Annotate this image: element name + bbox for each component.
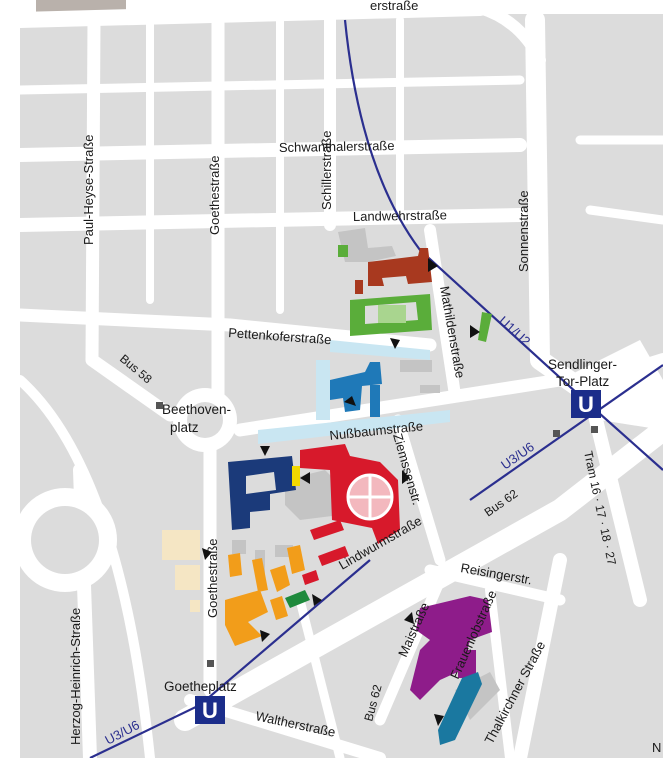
street-label-pettenkofer: Pettenkoferstraße	[228, 325, 332, 347]
road-mathilden	[424, 224, 461, 401]
left-margin	[0, 0, 20, 758]
building-red-small-3	[302, 570, 319, 585]
building-blue-wing	[370, 385, 380, 417]
building-purple	[410, 596, 492, 700]
place-label-sendlinger-1: Sendlinger-	[548, 357, 617, 372]
building-green-west	[338, 245, 348, 257]
street-label-top-cut: erstraße	[370, 0, 418, 13]
ubahn-sendlinger-letter: U	[578, 392, 594, 417]
bus-stop-icon	[156, 402, 163, 409]
entrance-icon	[404, 612, 414, 624]
building-orange-2	[252, 558, 268, 592]
building-gray-8	[420, 385, 440, 393]
street-label-paul-heyse: Paul-Heyse-Straße	[81, 134, 96, 245]
beethovenplatz-center	[187, 402, 223, 438]
building-brown	[368, 248, 432, 286]
building-orange-5	[228, 553, 242, 577]
street-label-landwehr: Landwehrstraße	[353, 207, 447, 224]
street-label-goethe-south: Goethestraße	[205, 539, 220, 619]
road-paul-heyse	[85, 13, 177, 422]
path-pettenkofer	[330, 340, 430, 360]
street-label-schiller: Schillerstraße	[319, 131, 334, 210]
line-u1-u2	[343, 19, 663, 471]
ubahn-sendlinger-icon	[571, 390, 601, 418]
place-label-goetheplatz: Goetheplatz	[164, 679, 237, 694]
bus-stop-icon	[207, 660, 214, 667]
sendlinger-square	[560, 340, 663, 430]
building-gray-4	[232, 540, 246, 554]
road-mai	[374, 574, 446, 726]
building-orange-6	[270, 596, 288, 620]
entrance-icon	[402, 470, 410, 484]
entrance-icon	[202, 548, 212, 560]
ubahn-goetheplatz-icon	[195, 696, 225, 724]
entrance-icon	[300, 472, 310, 484]
road-schwanthaler	[13, 138, 527, 162]
building-gray-2	[400, 360, 432, 372]
building-dark-green	[285, 590, 310, 608]
building-teal	[438, 672, 482, 745]
bus-stop-icon	[591, 426, 598, 433]
entrance-icon	[390, 338, 400, 349]
entrance-markers	[202, 258, 480, 726]
road-network	[12, 0, 663, 758]
building-orange-3	[270, 565, 290, 592]
place-label-beethoven-1: Beethoven-	[162, 402, 231, 417]
road-pettenkofer	[13, 308, 437, 352]
building-beige-1	[162, 530, 200, 560]
entrance-icon	[344, 396, 356, 406]
pedestrian-paths	[258, 340, 450, 444]
building-navy	[228, 456, 296, 530]
street-label-edge-n: N	[652, 740, 661, 755]
building-orange-4	[287, 545, 305, 574]
street-label-sonnen: Sonnenstraße	[516, 190, 531, 272]
building-brown-tab	[355, 280, 363, 294]
buildings-orange	[225, 545, 305, 646]
building-gray-1	[338, 228, 396, 262]
street-label-goethe-north: Goethestraße	[207, 156, 222, 236]
entrance-icon	[434, 714, 444, 726]
road-ziemssen	[392, 414, 446, 566]
entrance-icon	[312, 594, 322, 606]
building-red-small-2	[318, 546, 349, 566]
building-yellow	[292, 466, 300, 486]
road-landwehr	[13, 208, 527, 232]
path-nussbaum	[258, 410, 450, 444]
road-campus-6	[585, 205, 663, 225]
building-beige-2	[175, 565, 200, 590]
building-blue	[330, 362, 382, 412]
road-reisinger	[424, 564, 566, 606]
entrance-icon	[260, 446, 270, 456]
road-thalkirchner	[513, 553, 567, 758]
entrance-icon	[470, 325, 480, 338]
road-tram-street	[583, 388, 647, 607]
ubahn-goetheplatz-letter: U	[202, 698, 218, 723]
street-label-schwanthaler: Schwanthalerstraße	[279, 138, 395, 155]
street-label-herzog-heinrich: Herzog-Heinrich-Straße	[68, 608, 83, 745]
west-roundabout-center	[31, 506, 99, 574]
building-green	[350, 294, 432, 336]
road-south-mid	[295, 595, 345, 758]
path-nussbaum-vertical	[316, 360, 330, 420]
road-campus-1	[15, 75, 525, 95]
road-nussbaum	[233, 373, 567, 437]
place-label-sendlinger-2: Tor-Platz	[556, 374, 610, 389]
bus-stops	[156, 402, 598, 667]
building-green-small	[478, 312, 492, 342]
building-beige-3	[190, 600, 200, 612]
bus-stop-icon	[553, 430, 560, 437]
building-red-small-1	[310, 520, 344, 540]
entrance-icon	[428, 258, 438, 272]
building-orange-1	[225, 590, 268, 646]
road-frauenlob	[485, 585, 515, 758]
building-purple-wing	[458, 650, 476, 678]
place-label-beethoven-2: platz	[170, 420, 199, 435]
line-u3-u6-east	[469, 364, 663, 501]
entrance-icon	[260, 630, 270, 642]
building-green-courtyard	[378, 305, 406, 323]
